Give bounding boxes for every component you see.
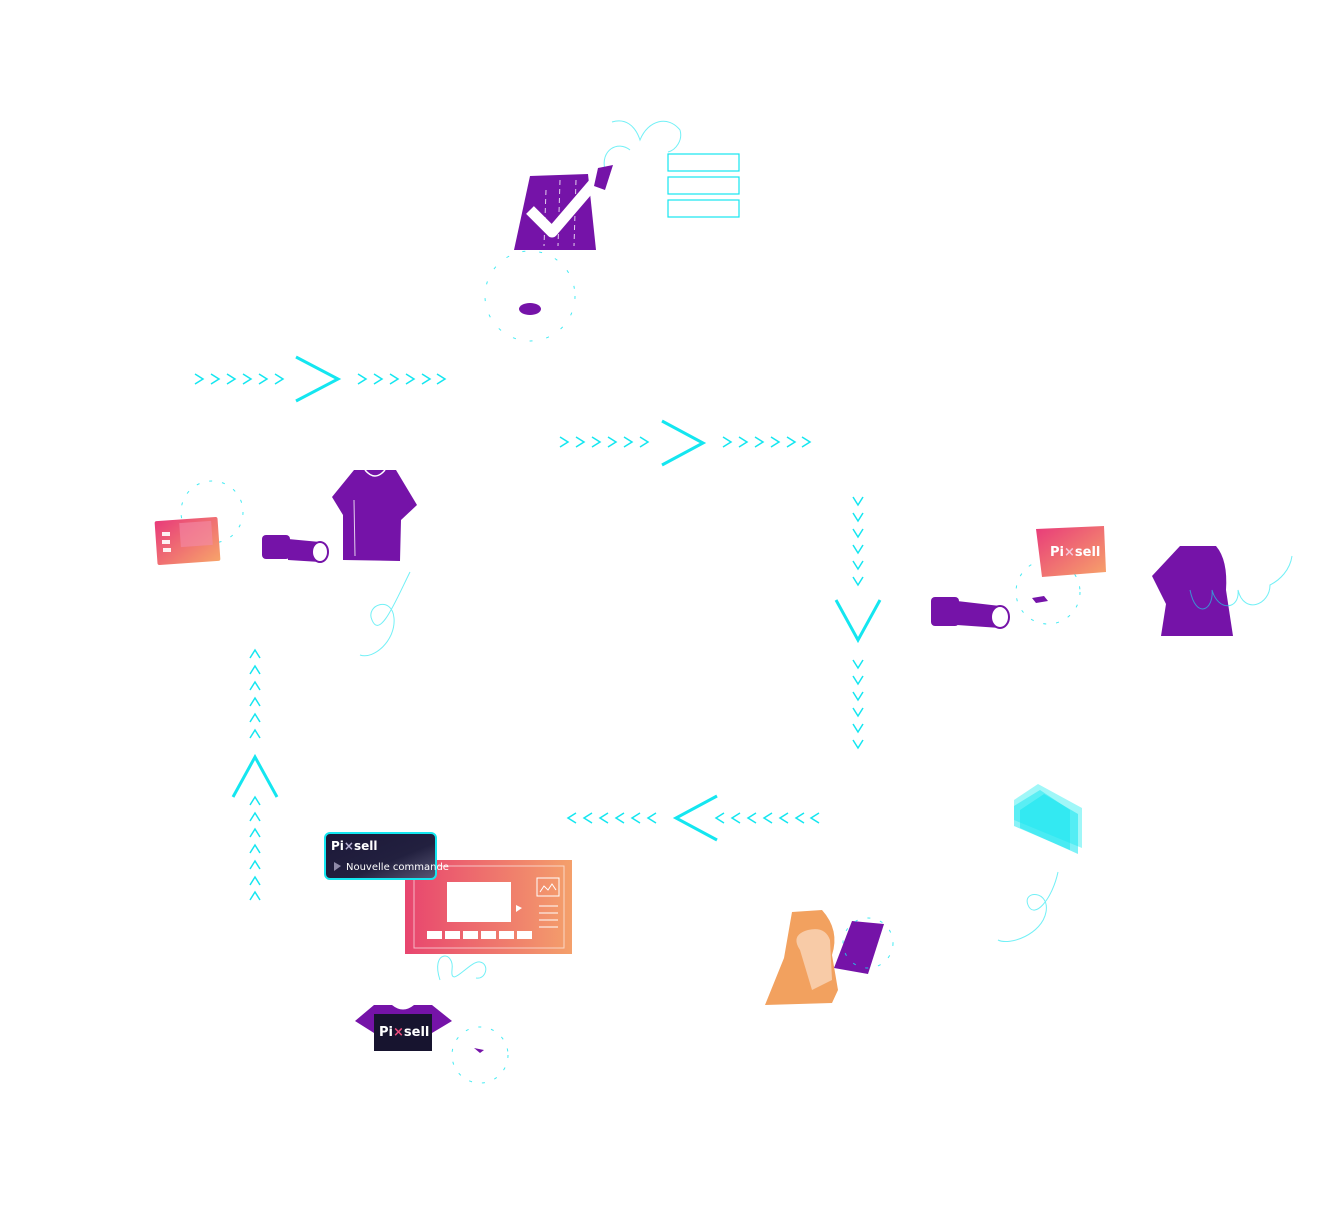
flow-arrow-center [559, 419, 811, 467]
svg-text:Pi×sell: Pi×sell [1050, 545, 1100, 560]
tshirt-icon [332, 469, 417, 561]
order-notification-card: Pi×sell Nouvelle commande [324, 832, 449, 880]
order-card-subtitle: Nouvelle commande [346, 862, 449, 873]
flow-arrow-bottom-left [567, 794, 820, 842]
barcode-scanner-icon [262, 535, 329, 563]
scan-profile-station: Pi×sell [931, 526, 1293, 636]
card-icon [154, 517, 221, 566]
order-card-brand: Pi×sell [331, 839, 378, 853]
layer-stack-icon [997, 784, 1082, 942]
flow-arrow-left-up [231, 649, 279, 901]
flow-arrow-top-left [194, 355, 446, 403]
order-screen-station: Pi×sell Nouvelle commande Pi×sell [324, 832, 572, 1084]
clipboard-check-icon [484, 120, 740, 342]
scan-tshirt-station [154, 469, 417, 657]
branded-tshirt-icon: Pi×sell [355, 1005, 452, 1051]
hand-tablet-icon [765, 910, 894, 1005]
svg-text:Pi×sell: Pi×sell [379, 1025, 429, 1040]
profile-head-icon [1152, 546, 1233, 636]
barcode-scanner-icon [931, 597, 1010, 629]
flow-arrow-right-down [834, 496, 882, 749]
brand-card: Pi×sell [1036, 526, 1106, 577]
